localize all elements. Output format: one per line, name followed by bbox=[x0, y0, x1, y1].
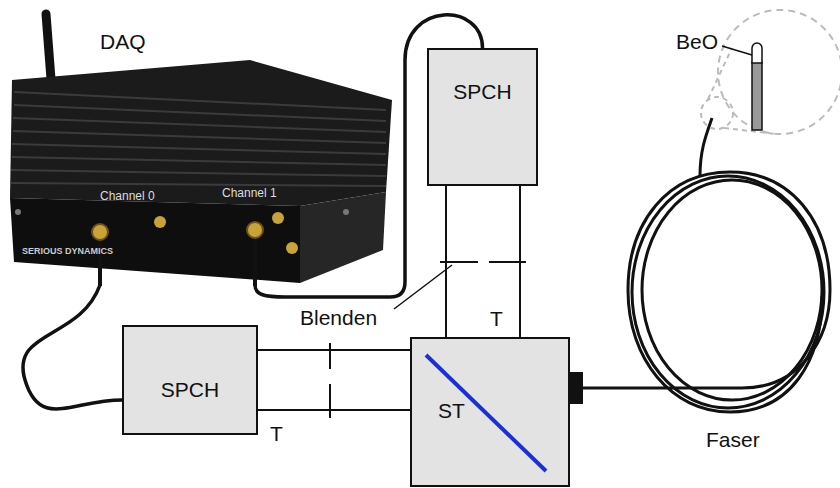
sma-connector bbox=[154, 216, 166, 228]
zoom-line bbox=[724, 128, 776, 134]
fin bbox=[12, 157, 386, 165]
connector-line bbox=[519, 186, 521, 337]
aperture bbox=[329, 384, 331, 418]
light-tube bbox=[446, 186, 520, 337]
detector-box: SPCH bbox=[122, 325, 258, 435]
device-side bbox=[300, 192, 386, 283]
part-label: Blenden bbox=[300, 306, 377, 330]
zoom-circle bbox=[718, 10, 840, 134]
connector-line bbox=[445, 186, 447, 337]
part-label: T bbox=[490, 307, 503, 331]
fin bbox=[13, 131, 386, 143]
splitter-drawing bbox=[412, 339, 568, 485]
fin bbox=[11, 170, 386, 176]
beo-tip bbox=[752, 43, 762, 63]
fiber-loop bbox=[632, 176, 824, 408]
channel-label: Channel 0 bbox=[100, 190, 155, 204]
light-tube bbox=[258, 350, 410, 410]
node-title: SPCH bbox=[453, 80, 511, 104]
beam-splitter-box: ST bbox=[410, 337, 570, 487]
sma-connector bbox=[92, 224, 108, 240]
aperture bbox=[329, 343, 331, 369]
fiber-connector bbox=[570, 372, 583, 404]
detector-box: SPCH bbox=[427, 48, 538, 186]
fin bbox=[14, 105, 386, 121]
screw bbox=[15, 209, 21, 215]
screw bbox=[343, 209, 349, 215]
part-label: T bbox=[270, 422, 283, 446]
fin bbox=[13, 118, 386, 132]
connector-line bbox=[258, 349, 410, 351]
probe-rod bbox=[752, 62, 762, 130]
node-title: ST bbox=[438, 399, 465, 423]
connector-line bbox=[258, 409, 410, 411]
device-top bbox=[10, 60, 392, 206]
sma-connector bbox=[286, 242, 298, 254]
fin bbox=[11, 183, 386, 186]
part-label: Faser bbox=[706, 428, 760, 452]
signal-cable bbox=[23, 285, 122, 409]
fin bbox=[12, 144, 386, 154]
fiber bbox=[583, 172, 830, 412]
node-title: SPCH bbox=[161, 378, 219, 402]
connector-line bbox=[23, 285, 122, 409]
zoom-line bbox=[708, 48, 732, 99]
fiber-loop bbox=[642, 180, 822, 400]
channel-label: Channel 1 bbox=[222, 187, 277, 201]
zoom-circle bbox=[701, 97, 733, 129]
beam-splitter-mirror bbox=[426, 355, 546, 471]
fiber-coil bbox=[583, 118, 830, 412]
sma-connector bbox=[272, 212, 284, 224]
fiber bbox=[700, 118, 712, 176]
node-title: DAQ bbox=[100, 30, 146, 54]
part-label: BeO bbox=[676, 30, 718, 54]
brand-label: SERIOUS DYNAMICS bbox=[22, 246, 113, 256]
sma-connector bbox=[247, 222, 263, 238]
cooling-fins bbox=[11, 92, 386, 186]
leader-line bbox=[722, 46, 752, 55]
